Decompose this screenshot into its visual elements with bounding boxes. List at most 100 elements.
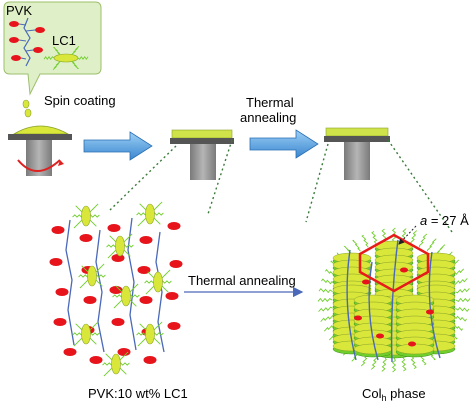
alkyl-tail: [381, 357, 387, 372]
lc1-tail: [71, 45, 80, 56]
pvk-carbazole: [137, 266, 151, 274]
pvk-chain: [390, 239, 399, 363]
pvk-carbazole: [139, 236, 153, 244]
pvk-carbazole: [111, 318, 125, 326]
pvk-carbazole: [33, 47, 43, 53]
pvk-carbazole: [53, 318, 67, 326]
pvk-carbazole: [35, 27, 45, 33]
pvk-carbazole: [49, 258, 63, 266]
pvk-bond: [20, 57, 27, 60]
lc1-core: [115, 235, 125, 257]
process-arrow-2: [249, 129, 319, 159]
pvk-chain: [95, 229, 105, 353]
lc1-tail: [52, 47, 61, 56]
rotation-arrow: [17, 159, 61, 172]
pvk-bond: [18, 23, 27, 26]
alkyl-tail: [352, 239, 361, 252]
lc1-molecule: [72, 321, 100, 347]
pvk-carbazole: [111, 254, 125, 262]
lc1-molecule: [136, 321, 164, 347]
lc1-label: LC1: [52, 33, 76, 48]
alkyl-tail: [318, 287, 333, 294]
process-arrow-1: [83, 131, 153, 161]
pvk-chain: [23, 17, 31, 67]
alkyl-tail: [318, 306, 333, 312]
pvk-carbazole: [362, 279, 370, 285]
pvk-carbazole: [63, 348, 77, 356]
lc1-core: [111, 353, 121, 375]
alkyl-tail: [455, 288, 470, 294]
lc1-core: [81, 205, 91, 227]
pvk-carbazole: [107, 224, 121, 232]
pvk-carbazole: [169, 260, 183, 268]
pvk-carbazole: [167, 222, 181, 230]
pvk-chain: [346, 249, 357, 361]
pvk-carbazole: [89, 356, 103, 364]
alkyl-tail: [453, 315, 467, 322]
pvk-carbazole: [426, 309, 434, 315]
alkyl-tail: [370, 355, 378, 370]
solution-bubble: PVK LC1: [3, 1, 102, 96]
lc1-tail: [43, 56, 55, 60]
lc1-molecule: [136, 201, 164, 227]
lc1-core: [81, 323, 91, 345]
lc1-core: [53, 53, 79, 63]
pvk-chain: [155, 231, 165, 353]
alkyl-tail: [371, 230, 378, 245]
disc-top: [353, 343, 393, 355]
lc1-core: [145, 323, 155, 345]
pvk-carbazole: [11, 55, 21, 61]
pvk-lc1-mixture-illustration: [49, 201, 183, 377]
spin-coating-label: Spin coating: [44, 93, 116, 108]
thermal-label-line1: Thermal: [246, 95, 294, 110]
column-stack: [353, 294, 393, 358]
column-stack: [395, 294, 435, 358]
lc1-molecule: [72, 203, 100, 229]
pvk-chain: [127, 217, 137, 351]
alkyl-tail: [453, 278, 468, 285]
spin-coater: [8, 125, 72, 176]
lc1-tail: [52, 60, 61, 71]
lc1-molecule-icon: [43, 45, 89, 71]
lc1-core: [87, 265, 97, 287]
lc1-molecule: [78, 263, 106, 289]
alkyl-tail: [427, 238, 437, 252]
pvk-carbazole: [109, 286, 123, 294]
pvk-carbazole: [376, 333, 384, 339]
alkyl-tail: [455, 297, 471, 303]
thermal-label-line2: annealing: [240, 110, 296, 125]
alkyl-tail: [320, 315, 335, 322]
pvk-carbazole: [167, 322, 181, 330]
alkyl-tail: [317, 297, 333, 303]
pvk-chain: [368, 261, 379, 361]
pvk-chain: [65, 219, 75, 346]
pvk-bond: [25, 29, 36, 32]
alkyl-tail: [391, 357, 397, 373]
lc1-molecule: [112, 283, 140, 309]
lc1-molecule: [106, 233, 134, 259]
pvk-carbazole: [143, 356, 157, 364]
alkyl-tail: [401, 357, 407, 372]
pvk-chain: [428, 251, 441, 359]
pvk-carbazole: [83, 296, 97, 304]
hexagonal-lattice: [358, 233, 430, 293]
pvk-carbazole: [9, 21, 19, 27]
alkyl-tail: [455, 306, 470, 313]
thermal-annealing-label: Thermal annealing: [188, 273, 296, 288]
lc1-core: [145, 203, 155, 225]
pvk-carbazole: [354, 315, 362, 321]
alkyl-tail: [410, 355, 417, 370]
columnar-phase-illustration: [317, 227, 471, 373]
alkyl-tail: [321, 278, 335, 285]
lattice-parameter: a = 27 Å: [420, 213, 469, 228]
pvk-bond: [25, 49, 34, 52]
pvk-carbazole: [9, 37, 19, 43]
droplets: [22, 99, 32, 118]
pvk-label: PVK: [6, 3, 32, 18]
pvk-carbazole: [117, 348, 131, 356]
mixture-caption: PVK:10 wt% LC1: [88, 386, 188, 401]
pvk-carbazole: [79, 234, 93, 242]
phase-caption: Colh phase: [362, 386, 426, 403]
